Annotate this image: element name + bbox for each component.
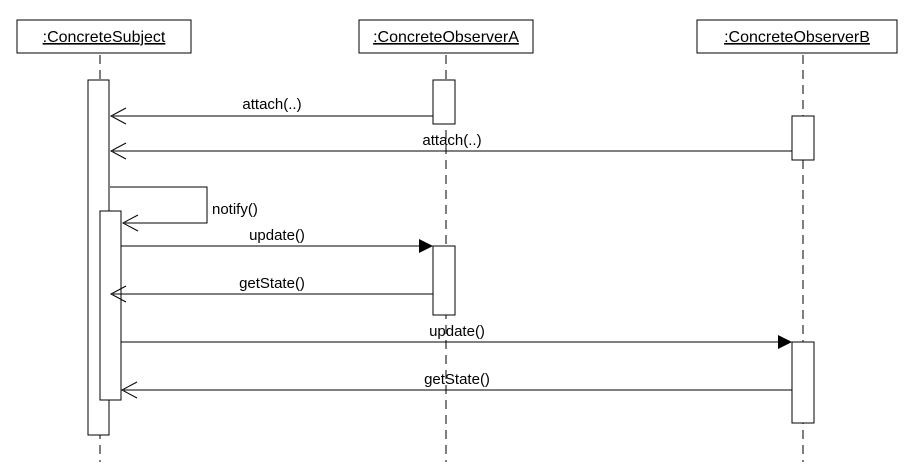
- message-notify-self: notify(): [110, 186, 258, 232]
- message-label: attach(..): [242, 96, 301, 113]
- message-getstate-observer-b: getState(): [120, 371, 792, 399]
- message-label: notify(): [212, 201, 258, 218]
- message-update-observer-a: update(): [121, 227, 433, 253]
- participant-concrete-observer-b: :ConcreteObserverB: [696, 19, 898, 54]
- message-label: getState(): [239, 275, 305, 292]
- activation-bar-observer-a-attach: [432, 79, 456, 125]
- message-attach-observer-b: attach(..): [109, 132, 792, 160]
- message-label: update(): [249, 227, 305, 244]
- filled-arrowhead: [419, 239, 433, 253]
- participant-label: :ConcreteObserverB: [724, 29, 870, 46]
- activation-bar-observer-a-update: [432, 245, 456, 316]
- activation-bar-observer-b-update: [791, 341, 815, 424]
- message-update-observer-b: update(): [121, 323, 792, 349]
- participant-label: :ConcreteSubject: [43, 29, 166, 46]
- message-getstate-observer-a: getState(): [109, 275, 433, 303]
- activation-bar-observer-b-attach: [791, 115, 815, 161]
- message-label: attach(..): [422, 132, 481, 149]
- message-label: getState(): [424, 371, 490, 388]
- participant-concrete-subject: :ConcreteSubject: [16, 19, 192, 54]
- participant-concrete-observer-a: :ConcreteObserverA: [358, 19, 534, 54]
- message-label: update(): [429, 323, 485, 340]
- activation-bar-subject-nested: [99, 210, 122, 401]
- message-attach-observer-a: attach(..): [109, 96, 433, 125]
- filled-arrowhead: [778, 335, 792, 349]
- participant-label: :ConcreteObserverA: [373, 29, 519, 46]
